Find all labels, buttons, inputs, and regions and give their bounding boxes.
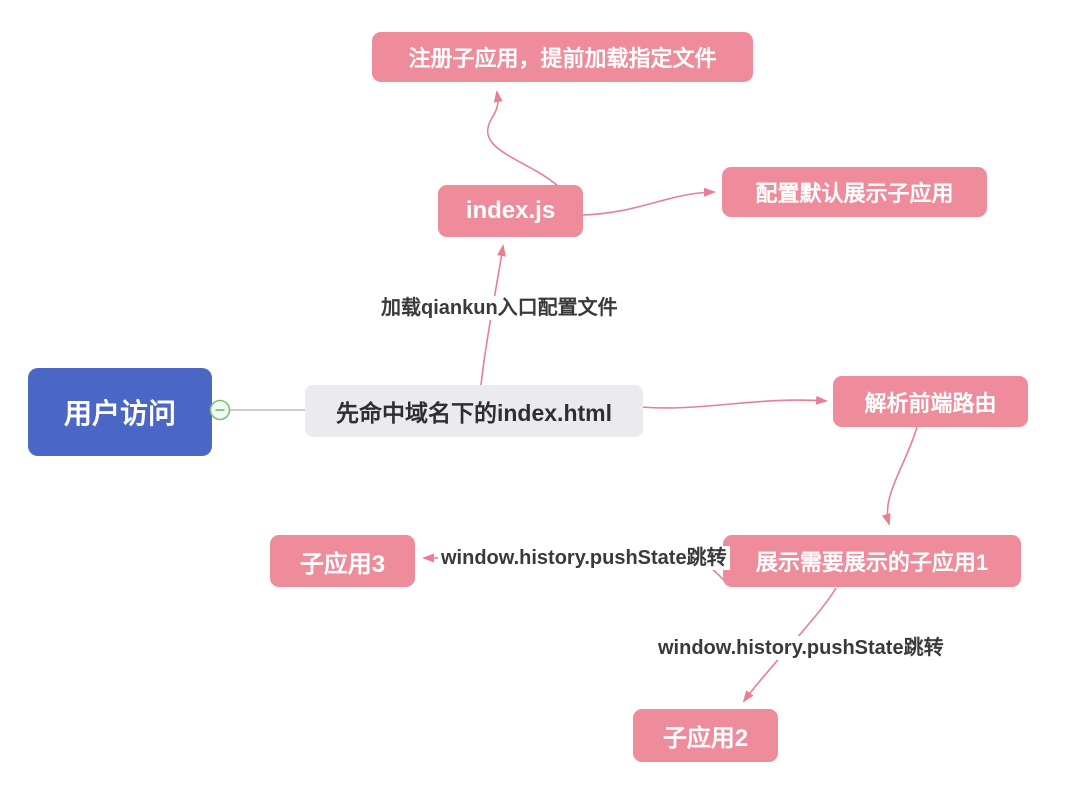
edge-label-load-qiankun[interactable]: 加载qiankun入口配置文件 bbox=[378, 296, 621, 320]
edge-indexjs-to-register bbox=[486, 90, 559, 187]
node-parse-frontend-route[interactable]: 解析前端路由 bbox=[833, 376, 1028, 427]
node-register-subapp[interactable]: 注册子应用，提前加载指定文件 bbox=[372, 32, 753, 82]
collapse-toggle[interactable] bbox=[209, 399, 231, 421]
edge-indexhtml-to-parseroute bbox=[641, 395, 828, 409]
node-index-html[interactable]: 先命中域名下的index.html bbox=[305, 385, 643, 437]
edge-parseroute-to-showsubapp1 bbox=[881, 426, 918, 526]
edge-label-pushstate-down[interactable]: window.history.pushState跳转 bbox=[655, 636, 947, 660]
node-subapp2[interactable]: 子应用2 bbox=[633, 709, 778, 762]
node-user-visit[interactable]: 用户访问 bbox=[28, 368, 212, 456]
edge-label-pushstate-left[interactable]: window.history.pushState跳转 bbox=[438, 546, 730, 570]
edge-indexjs-to-config bbox=[582, 187, 716, 216]
node-index-js[interactable]: index.js bbox=[438, 185, 583, 237]
node-show-subapp1[interactable]: 展示需要展示的子应用1 bbox=[723, 535, 1021, 587]
node-subapp3[interactable]: 子应用3 bbox=[270, 535, 415, 587]
minus-icon bbox=[209, 399, 231, 421]
node-config-default-subapp[interactable]: 配置默认展示子应用 bbox=[722, 167, 987, 217]
